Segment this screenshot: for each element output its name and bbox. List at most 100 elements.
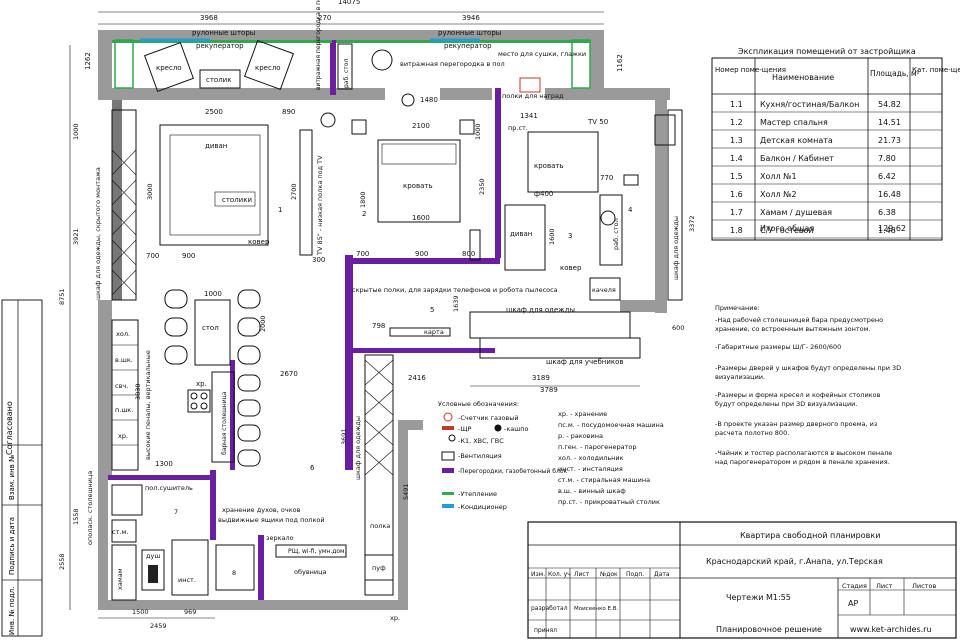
label-pr-st: пр.ст. [508,124,528,132]
dim-2700: 2700 [290,183,298,200]
expl-r2-c2: 21.73 [878,136,901,145]
legend-right-6: ст.м. - стиральная машина [558,476,650,484]
dim-1480: 1480 [420,96,438,104]
note-12: расчета полотно 800. [715,429,789,437]
dim-890: 890 [282,108,295,116]
explication-table: Экспликация помещений от застройщика Ном… [711,47,960,241]
sofa-living [159,124,269,246]
label-wardrobe-hall: шкаф для одежды [506,306,575,314]
room-number-4: 4 [628,206,633,214]
legend-right-8: пр.ст. - прикроватный столик [558,498,660,506]
dim-1162: 1162 [616,54,624,72]
dim-1639: 1639 [452,295,460,312]
label-rug-living: ковер [248,238,270,246]
dim-770: 770 [600,174,613,182]
dim-3691: 3691 [340,428,348,445]
stamp-inv-orig: Инв. № подл. [8,587,16,635]
expl-r3-c2: 7.80 [878,154,896,163]
label-armchair-left: кресло [156,64,182,72]
kitchen-column: хол. в.шк. свч. п.шк. хр. высокие пеналы… [111,319,152,471]
label-awards-shelves: полки для наград [502,92,564,100]
note-8: -Размеры и форма кресел и кофейных столи… [715,391,881,399]
expl-r0-c2: 54.82 [878,100,901,109]
dim-top-total: 14075 [338,0,360,6]
dim-5491: 5491 [402,483,410,500]
expl-r4-c2: 6.42 [878,172,896,181]
dim-1600: 1600 [412,214,430,222]
expl-r1-c2: 14.51 [878,118,901,127]
expl-r5-c1: Холл №2 [760,190,797,199]
label-bed-kid: кровать [534,162,564,170]
label-hidden-shelves-1: скрытые полки, для зарядки телефонов и р… [352,286,558,294]
dim-2416: 2416 [408,374,426,382]
tb-address: Краснодарский край, г.Анапа, ул.Терская [706,557,883,566]
dining-table [194,299,231,366]
expl-r7-c2: 1.48 [878,226,896,235]
label-desk-shelf: раб. стол [343,59,350,88]
expl-r2-c0: 1.3 [730,136,743,145]
explication-header-1: Наименование [772,73,834,82]
note-0: -Над рабочей столешницей бара предусмотр… [715,316,883,324]
label-tall-pencil: высокие пеналы, вертикальные [144,350,152,460]
room-number-1: 1 [278,206,282,214]
bathrooms: пол.сушитель ополаск. столешница ст.м. 7… [58,471,400,630]
note-3: -Габаритные размеры Ш/Г- 2600/600 [715,343,841,351]
legend: Условные обозначения: -Счетчик газовый -… [438,400,664,511]
legend-title: Условные обозначения: [438,400,519,408]
dim-1000-table: 1000 [204,290,222,298]
legend-right-2: р. - раковина [558,432,603,440]
expl-r6-c1: Хамам / душевая [760,208,832,217]
room-number-2: 2 [362,210,366,218]
dim-1500: 1500 [132,608,149,616]
tb-col-5: Дата [654,571,670,578]
label-glass-partition-1: витражная перегородка в пол [400,60,505,68]
tb-col-1: Кол. уч [548,571,571,578]
legend-right-0: хр. - хранение [558,410,607,418]
dim-3946: 3946 [462,14,480,22]
expl-r3-c0: 1.4 [730,154,743,163]
dim-2459: 2459 [150,622,167,630]
legend-right-7: в.ш. - винный шкаф [558,487,626,495]
legend-right-5: инст. - инсталяция [558,465,623,473]
tb-project: Квартира свободной планировки [740,531,880,540]
legend-left-2: -кашпо [504,425,528,433]
expl-r1-c1: Мастер спальня [760,118,828,127]
expl-r2-c1: Детская комната [760,136,833,145]
legend-left-1: -ЩР [458,425,471,433]
expl-r5-c0: 1.6 [730,190,743,199]
dim-400: ф400 [534,190,553,198]
note-6: визуализации. [715,373,765,381]
expl-r5-c2: 16.48 [878,190,901,199]
note-5: -Размеры дверей у шкафов будут определен… [715,364,901,372]
dim-3789: 3789 [540,386,558,394]
tb-sheet-label: Лист [876,582,893,590]
label-perfume-storage: хранение духов, очков [222,506,301,514]
label-wardrobe-left: шкаф для одежды, скрытого монтажа [94,167,102,300]
dim-2100: 2100 [412,122,430,130]
label-dryer-floor: пол.сушитель [145,484,193,492]
label-pouf: пуф [372,564,386,572]
legend-left-6: -Утепление [458,490,497,498]
side-stamp: Согласовано Взам. инв № Подпись и дата И… [1,299,43,637]
dim-798: 798 [372,322,385,330]
master-bedroom: 2100 кровать 2 1600 2350 1800 900 700 80… [351,119,486,261]
tb-col-4: Подп. [626,571,644,578]
label-bed-master: кровать [403,182,433,190]
dim-2500: 2500 [205,108,223,116]
note-1: хранение, со встроенным вытяжным зонтом. [715,325,871,333]
tb-stage-label: Стадия [842,582,867,590]
label-coffee-table: столик [206,76,231,84]
label-wardrobe-books: шкаф для учебников [546,358,624,366]
note-11: -В проекте указан размер дверного проема… [715,420,878,428]
label-sofa-living: диван [205,142,227,150]
expl-r0-c0: 1.1 [730,100,743,109]
explication-header-3: Кат. поме-щения [912,66,960,74]
dim-3921: 3921 [72,228,80,245]
top-dimensions: 14075 3968 270 3946 рулонные шторы рулон… [84,0,624,72]
legend-right-4: хол. - холодильник [558,454,624,462]
label-rsh: РЩ, wi-fi, умн.дом. [288,548,347,555]
label-work-table: раб. стол [612,218,620,250]
dim-1800: 1800 [359,191,367,208]
legend-left-4: -Вентиляция [458,452,502,460]
